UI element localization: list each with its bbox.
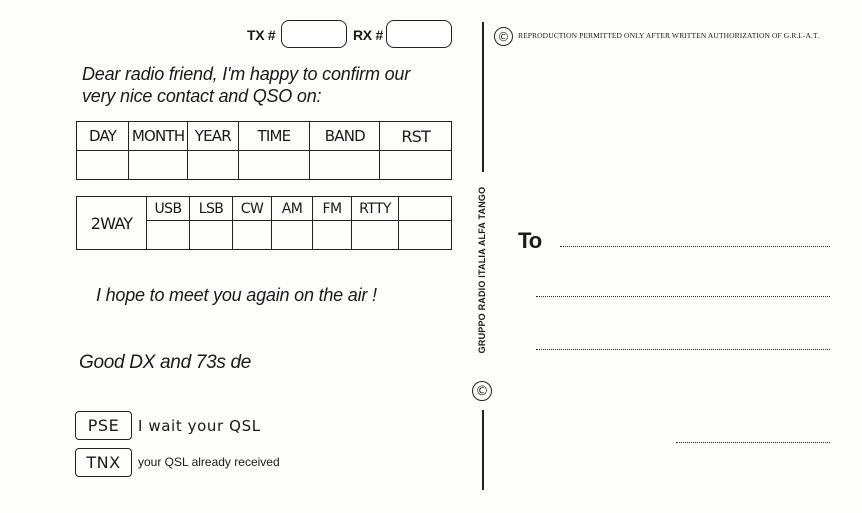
mode-header-blank (398, 196, 452, 221)
pse-checkbox[interactable]: PSE (75, 411, 132, 440)
rx-label: RX # (353, 27, 383, 43)
divider-top (482, 22, 484, 172)
mode-header-rtty: RTTY (351, 196, 399, 221)
to-label: To (518, 228, 542, 253)
greeting-line-1: Dear radio friend, I'm happy to confirm … (82, 64, 410, 84)
mode-cell-rtty[interactable] (351, 220, 399, 250)
greeting-text: Dear radio friend, I'm happy to confirm … (82, 63, 410, 107)
mode-cell-am[interactable] (271, 220, 313, 250)
tnx-text: your QSL already received (138, 455, 280, 469)
mode-header-lsb: LSB (189, 196, 233, 221)
qso-header-year: YEAR (187, 121, 239, 151)
qso-cell-rst[interactable] (379, 150, 452, 180)
divider-bottom (482, 410, 484, 490)
copyright-notice: REPRODUCTION PERMITTED ONLY AFTER WRITTE… (518, 31, 820, 40)
tx-number-field[interactable] (281, 20, 347, 48)
address-line-2[interactable] (536, 296, 830, 297)
mode-cell-blank[interactable] (398, 220, 452, 250)
qso-cell-day[interactable] (75, 150, 130, 180)
qso-cell-band[interactable] (309, 150, 381, 180)
tx-label: TX # (247, 27, 276, 43)
address-line-1[interactable] (560, 246, 830, 247)
address-line-3[interactable] (536, 349, 830, 350)
group-name-vertical: GRUPPO RADIO ITALIA ALFA TANGO (477, 186, 487, 354)
rx-number-field[interactable] (386, 20, 452, 48)
qso-header-day: DAY (75, 121, 130, 151)
mode-table: 2WAY USB LSB CW AM FM RTTY (76, 196, 452, 250)
mode-cell-fm[interactable] (312, 220, 352, 250)
two-way-label: 2WAY (76, 196, 147, 250)
hope-line: I hope to meet you again on the air ! (96, 285, 377, 305)
address-line-4[interactable] (676, 442, 830, 443)
mode-header-usb: USB (146, 196, 190, 221)
greeting-line-2: very nice contact and QSO on: (82, 86, 322, 106)
mode-cell-cw[interactable] (232, 220, 272, 250)
qso-cell-time[interactable] (237, 150, 311, 180)
mode-cell-usb[interactable] (146, 220, 190, 250)
qso-header-month: MONTH (128, 121, 189, 151)
pse-text: I wait your QSL (138, 417, 261, 435)
good-dx-line: Good DX and 73s de (79, 352, 252, 373)
qso-header-time: TIME (237, 121, 311, 151)
mode-header-cw: CW (232, 196, 272, 221)
qso-cell-month[interactable] (128, 150, 189, 180)
mode-cell-lsb[interactable] (189, 220, 233, 250)
mode-header-fm: FM (312, 196, 352, 221)
tnx-checkbox[interactable]: TNX (75, 448, 132, 477)
mode-header-am: AM (271, 196, 313, 221)
qso-cell-year[interactable] (187, 150, 239, 180)
copyright-icon: © (494, 27, 513, 46)
qso-header-rst: RST (379, 121, 452, 151)
copyright-icon-vertical: © (472, 381, 492, 401)
qso-table: DAY MONTH YEAR TIME BAND RST (75, 121, 452, 180)
qso-header-band: BAND (309, 121, 381, 151)
